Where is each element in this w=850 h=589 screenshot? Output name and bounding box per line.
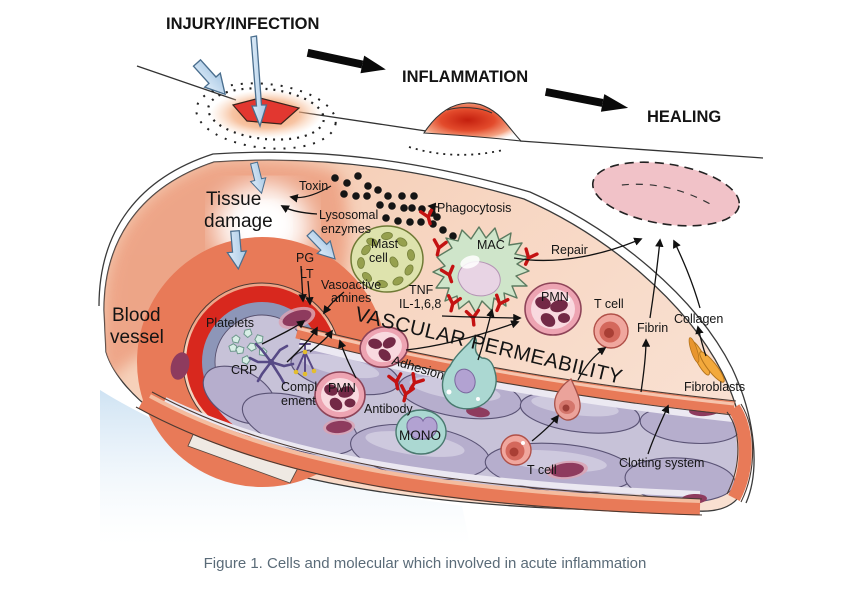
label-blood-vessel-2: vessel [110, 327, 164, 348]
injury-wound [195, 82, 337, 150]
pmn-cell-crossing-wall [359, 326, 409, 368]
pmn-cell-tissue [524, 282, 582, 336]
label-fibrin: Fibrin [637, 321, 668, 335]
skin-line-right [519, 140, 764, 159]
arrow-pg-to-wall [298, 265, 307, 303]
label-pmn-vessel: PMN [328, 381, 356, 395]
arrow-fibroblast-to-collagen [695, 325, 707, 357]
arrow-fibrin-to-healing [649, 238, 664, 319]
monocyte-cell [395, 409, 447, 455]
injury-arrow-wide [188, 55, 234, 102]
injury-arrow-long [250, 35, 268, 128]
label-tissue-damage-1: Tissue [206, 189, 261, 210]
cells-and-molecules [228, 206, 725, 466]
arrow-cytokines-to-pmn [441, 313, 522, 323]
label-platelets: Platelets [206, 316, 254, 330]
macrophage-cell [432, 226, 530, 314]
wound-hatch-inner [207, 87, 325, 141]
figure-caption: Figure 1. Cells and molecular which invo… [203, 555, 647, 572]
t-cell-vessel [500, 434, 532, 466]
arrow-pmn-to-wall [338, 339, 357, 379]
label-pmn-tissue: PMN [541, 290, 569, 304]
arrow-inflammation-to-healing [544, 87, 629, 112]
damage-glow-core [238, 203, 288, 245]
wound-hatch-outer [195, 82, 337, 150]
arrow-crossing-pmn-to-pmn [405, 320, 520, 351]
diagram-canvas: INJURY/INFECTION INFLAMMATION HEALING Ti… [98, 15, 764, 545]
inflammation-swelling [408, 102, 523, 156]
label-collagen: Collagen [674, 312, 723, 326]
mast-cell [350, 225, 424, 293]
arrow-toxin-to-damage [289, 185, 332, 203]
skin-surface [136, 65, 764, 159]
label-vasoactive-1: Vasoactive [321, 278, 381, 292]
crp-molecule [248, 342, 295, 385]
label-mast-1: Mast [371, 237, 399, 251]
complement-molecule [293, 343, 317, 377]
label-fibroblasts: Fibroblasts [684, 380, 745, 394]
label-t-cell-vessel: T cell [527, 463, 557, 477]
arrow-platelets-to-wall [261, 319, 306, 345]
vessel-right-cap [726, 403, 754, 503]
stage-label-healing: HEALING [647, 108, 721, 126]
healed-tissue [591, 161, 741, 227]
shadow-wash [100, 390, 470, 545]
label-blood-vessel-1: Blood [112, 305, 161, 326]
label-mono: MONO [399, 428, 441, 443]
transmigrating-cell [441, 336, 497, 410]
label-mac: MAC [477, 238, 505, 252]
label-toxin: Toxin [299, 179, 328, 193]
pmn-cell-vessel [314, 371, 366, 419]
arrow-lt-to-wall [305, 280, 314, 306]
arrow-vessel-to-fibrin [640, 338, 651, 393]
label-mast-2: cell [369, 251, 388, 265]
stage-label-inflammation: INFLAMMATION [402, 68, 528, 86]
arrow-repair-to-healing [513, 237, 643, 262]
connector-arrows [261, 185, 707, 455]
arrow-wall-to-tcell [577, 347, 607, 381]
stage-arrows [306, 48, 629, 112]
arrow-crp-to-wall [286, 326, 318, 363]
swelling-hatch [408, 146, 504, 156]
label-vasoactive-2: amines [331, 291, 371, 305]
label-clotting-system: Clotting system [619, 456, 704, 470]
tissue-outer-line [98, 151, 755, 504]
lower-vessel-wall [135, 391, 703, 516]
arrow-tcell-to-wall [531, 414, 560, 442]
arrow-amines-to-wall [323, 291, 345, 315]
healed-inner-dash [621, 183, 714, 206]
label-antibody: Antibody [364, 402, 413, 416]
swelling-bump [423, 102, 523, 142]
label-il: IL-1,6,8 [399, 297, 441, 311]
label-crp: CRP [231, 363, 257, 377]
platelets-cluster [228, 328, 268, 366]
label-complement-1: Compl [281, 380, 317, 394]
injury-arrows [188, 35, 268, 128]
arrow-phagocytosis [427, 202, 439, 211]
healed-ellipse [591, 161, 741, 227]
t-cell-tissue [593, 313, 629, 349]
arrow-complement-to-wall [309, 329, 333, 353]
stage-label-injury: INJURY/INFECTION [166, 15, 319, 33]
arrow-collagen-to-healing [673, 239, 701, 309]
label-lysosomal-2: enzymes [321, 222, 371, 236]
antibodies [387, 206, 539, 403]
label-lysosomal-1: Lysosomal [319, 208, 378, 222]
fibroblast-cells [688, 337, 725, 383]
label-tissue-damage-2: damage [204, 211, 273, 232]
label-lt: LT [300, 267, 314, 281]
arrow-clotting-up [647, 404, 670, 455]
label-pg: PG [296, 251, 314, 265]
label-t-cell-tissue: T cell [594, 297, 624, 311]
t-cell-crossing-wall [554, 378, 581, 421]
label-complement-2: ement [281, 394, 316, 408]
label-phagocytosis: Phagocytosis [437, 201, 511, 215]
arrow-up-to-mac [477, 308, 495, 361]
swelling-fold [446, 107, 493, 114]
arrow-lysosomal-to-damage [280, 205, 318, 215]
arrow-injury-to-inflammation [306, 48, 386, 74]
label-tnf: TNF [409, 283, 434, 297]
label-repair: Repair [551, 243, 588, 257]
